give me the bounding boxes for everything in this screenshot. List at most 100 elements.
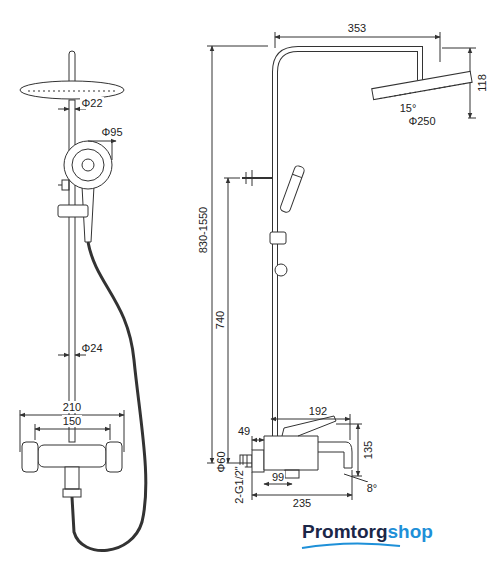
slider-part [58,205,88,217]
diameter-dimension: Φ95 [100,126,123,138]
mixer-front-part [65,467,79,489]
rain-head-front-part [20,81,124,99]
dimension-value: 353 [347,22,367,34]
dimension-192 [271,414,350,440]
thread-size: 2-G1/2" [233,465,245,505]
angle-value: 8° [366,482,379,494]
dimension-value: 49 [237,425,251,437]
diverter-knob-part [58,185,62,186]
dimension-135-part [352,476,362,477]
dimension-740-part [228,178,229,463]
dimension-value: 99 [271,471,285,483]
dimension-99-235-part [252,472,253,500]
mixer-side-part [264,436,318,470]
dimension-range: 830-1550 [197,206,209,255]
diameter-dimension: Φ250 [407,115,436,127]
dimension-740 [224,178,240,463]
hand-shower-front-part [72,149,104,181]
dimension-192-part [350,414,351,440]
dimension-99-235-part [252,495,352,496]
dimension-118-part [442,48,476,49]
dimension-value: 135 [362,440,374,460]
mixer-side-part [285,470,299,478]
diameter-dimension: Φ24 [80,342,103,354]
rain-head-front [20,51,124,99]
mixer-front-part [38,445,106,467]
mixer-front-part [63,489,81,497]
diverter-knob-part [62,180,69,190]
hand-shower-front-part [82,159,94,171]
dimension-353-part [275,37,440,38]
dimension-value: 150 [62,415,82,427]
dimension-49-part [252,440,264,441]
slider-side [270,232,287,276]
shower-illustration-part [20,32,476,551]
slider [58,205,88,217]
dimension-value: 192 [308,405,328,417]
angle-value: 15° [399,102,418,114]
dimension-phi22-part [58,109,69,110]
wall-bracket [242,170,272,186]
hand-shower-front-part [112,141,113,160]
dimension-49-part [252,436,253,450]
shower-column-side-part [275,49,420,456]
shower-hose-part [72,242,146,551]
mixer-front-part [106,442,122,472]
hand-shower-front [64,141,116,242]
dimension-210-150-part [35,429,110,430]
hand-shower-side [279,165,305,214]
dimension-99-235-part [352,470,353,500]
mixer-side-part [318,442,352,468]
hand-shower-side-part [292,174,301,177]
dimension-135-part [336,424,362,425]
logo-swoosh [302,543,400,548]
hand-shower-front-part [64,141,112,189]
dimension-phi24 [58,355,86,356]
watermark: shop [388,521,433,543]
dimension-value: 210 [62,401,82,413]
slider-side-part [270,232,286,244]
shower-column-side [275,49,420,456]
logo-swoosh-part [302,543,400,548]
mixer-front-part [22,442,38,472]
rain-head-side-part [372,71,472,99]
dimension-210-150-part [124,410,125,452]
rain-head-side-part [380,83,467,98]
diameter-dimension: Φ22 [80,97,103,109]
dimension-49 [252,436,264,450]
mixer-front [22,442,122,497]
dimension-value: 118 [476,73,488,93]
dimension-value: 740 [214,310,226,330]
dimension-830-1550-part [207,46,268,47]
hand-shower-side-part [279,165,305,214]
dimension-value: 235 [292,497,312,509]
shower-hose [72,242,146,551]
mixer-side-part [252,450,264,472]
diverter-knob [58,180,69,190]
dimension-99-235-part [264,484,292,485]
dimension-210-150-part [35,424,36,440]
dimension-830-1550-part [212,46,213,463]
dimension-830-1550 [207,46,268,463]
dimension-99-235 [252,470,352,500]
dimension-phi24-part [58,355,69,356]
dimension-353-part [440,32,441,62]
dimension-phi24-part [75,355,86,356]
rain-head-front-part [28,91,116,92]
mixer-side-part [247,455,248,467]
dimension-210-150-part [110,424,111,440]
rain-head-side [372,71,472,99]
dimension-118-part [468,118,476,119]
mixer-side [240,416,352,478]
wall-bracket-part [252,170,253,186]
dimension-135-part [344,474,368,482]
diameter-dimension: Φ60 [215,450,227,473]
watermark: Promtorg [302,521,388,543]
dimension-135-part [358,424,359,476]
dimension-353-part [275,32,276,48]
shower-column-side-part [275,49,420,456]
wall-bracket-part [246,172,247,184]
slider-side-part [275,264,287,276]
